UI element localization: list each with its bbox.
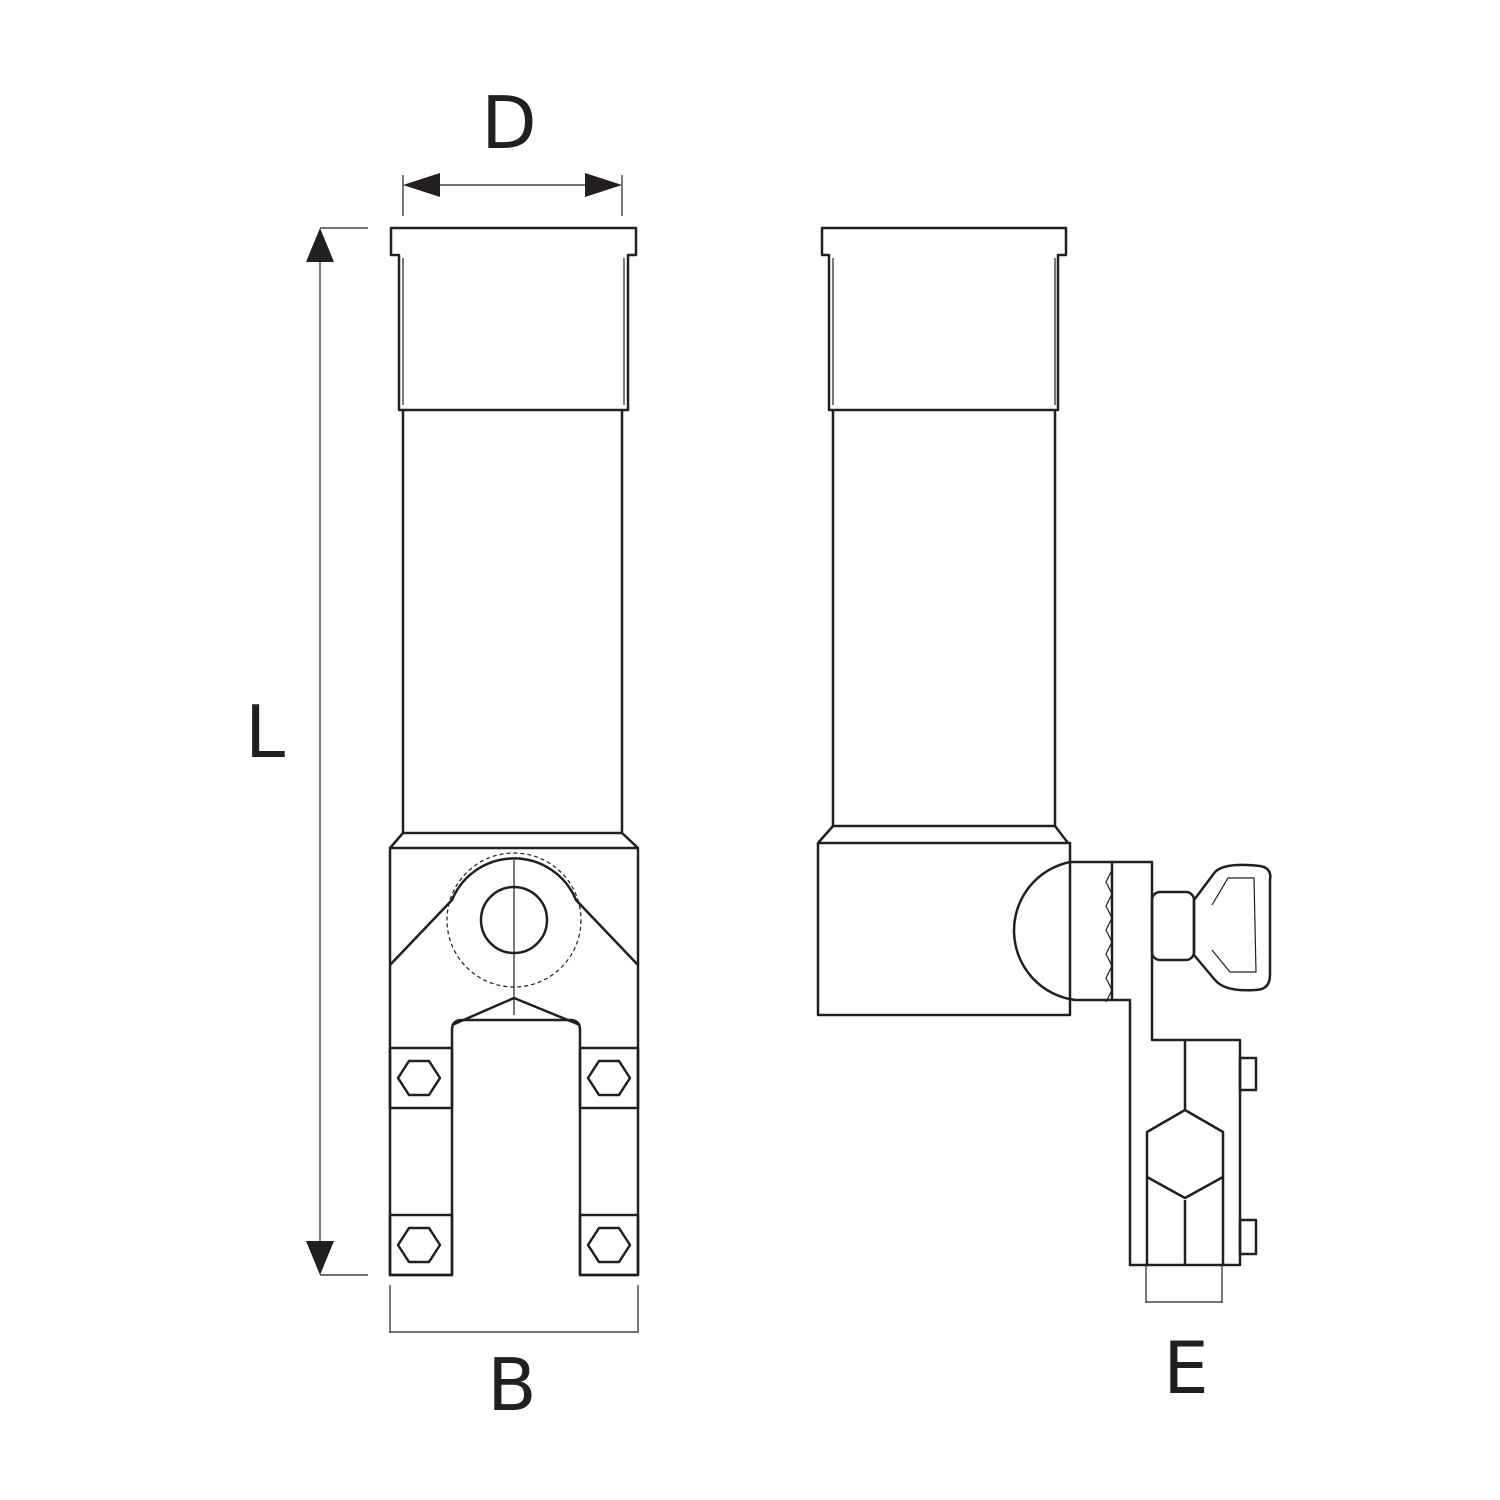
wing-nut-icon: [1192, 863, 1272, 992]
bolt-head: [1238, 1218, 1258, 1256]
label-e: E: [1163, 1326, 1209, 1410]
hex-bolt-icon: [396, 1226, 442, 1264]
dimension-l: L: [245, 227, 368, 1276]
label-b: B: [487, 1343, 536, 1427]
front-view: [388, 226, 640, 1277]
side-view: [816, 226, 1272, 1267]
dimension-e: E: [1145, 1265, 1223, 1410]
dimension-d: D: [402, 81, 623, 216]
bolt-head: [1238, 1056, 1258, 1092]
label-d: D: [481, 81, 536, 165]
hex-bolt-icon: [586, 1226, 632, 1264]
dimension-b: B: [389, 1285, 639, 1427]
wing-nut-stem: [1150, 890, 1196, 962]
hex-nut-icon: [1145, 1108, 1225, 1200]
label-l: L: [245, 690, 285, 774]
hex-bolt-icon: [586, 1059, 632, 1097]
hex-bolt-icon: [396, 1059, 442, 1097]
